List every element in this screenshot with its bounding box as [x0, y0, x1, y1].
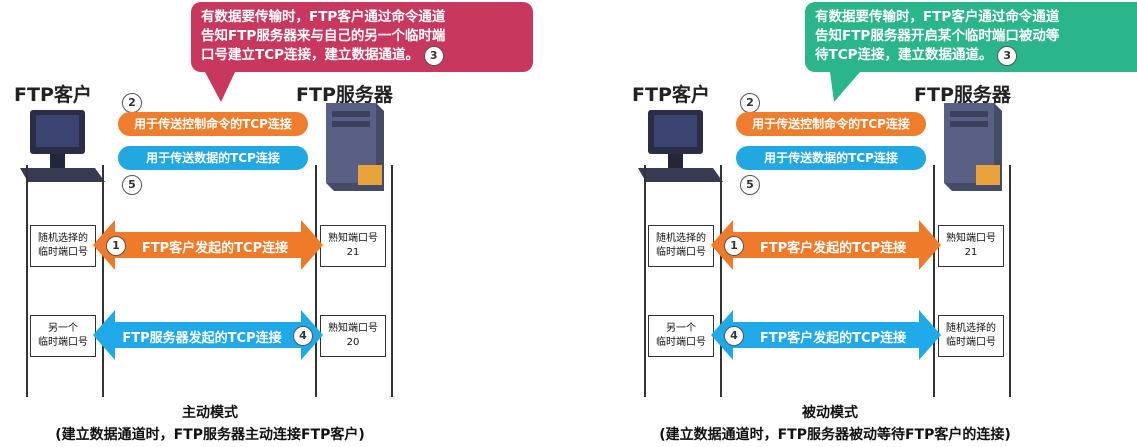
- active-data-label: 用于传送数据的TCP连接: [146, 151, 280, 165]
- active-caption-title: 主动模式: [182, 405, 238, 421]
- passive-client-port2: 另一个 临时端口号: [648, 315, 714, 357]
- active-caption-subtitle: (建立数据通道时，FTP服务器主动连接FTP客户): [55, 427, 365, 443]
- client-computer-icon: [20, 110, 105, 182]
- server-tower-icon: [326, 103, 384, 191]
- active-client-port2-line2: 临时端口号: [38, 337, 88, 348]
- active-conn1-number: 1: [106, 236, 126, 256]
- active-client-port1-line1: 随机选择的: [38, 233, 88, 244]
- passive-server-port2: 随机选择的 临时端口号: [938, 315, 1004, 357]
- passive-server-column: [933, 165, 1011, 397]
- passive-callout-line1: 有数据要传输时，FTP客户通过命令通道: [815, 9, 1060, 25]
- passive-server-port1: 熟知端口号 21: [938, 225, 1004, 267]
- passive-mode-panel: 有数据要传输时，FTP客户通过命令通道 告知FTP服务器开启某个临时端口被动等 …: [600, 0, 1137, 447]
- active-callout-line3: 口号建立TCP连接，建立数据通道。 3: [201, 46, 523, 66]
- active-server-port1: 熟知端口号 21: [320, 225, 386, 267]
- server-tower-icon: [944, 103, 1002, 191]
- active-server-port1-line2: 21: [346, 247, 360, 258]
- active-callout: 有数据要传输时，FTP客户通过命令通道 告知FTP服务器来与自己的另一个临时端 …: [191, 2, 533, 72]
- passive-control-connection: 用于传送控制命令的TCP连接: [736, 112, 926, 136]
- active-conn1-label: FTP客户发起的TCP连接: [141, 241, 289, 256]
- active-control-number: 2: [122, 93, 142, 113]
- passive-client-port2-line2: 临时端口号: [656, 337, 706, 348]
- passive-data-number: 5: [740, 175, 760, 195]
- passive-server-label: FTP服务器: [914, 84, 1011, 106]
- client-computer-icon: [638, 110, 723, 182]
- passive-server-port2-line2: 临时端口号: [946, 337, 996, 348]
- active-control-connection: 用于传送控制命令的TCP连接: [118, 112, 308, 136]
- passive-control-number: 2: [740, 93, 760, 113]
- active-client-port1: 随机选择的 临时端口号: [30, 225, 96, 267]
- active-server-initiated-arrow: [93, 310, 323, 360]
- passive-conn1-label: FTP客户发起的TCP连接: [759, 241, 907, 256]
- passive-client-label: FTP客户: [632, 84, 710, 106]
- passive-client-port2-line1: 另一个: [666, 323, 696, 334]
- passive-server-port2-line1: 随机选择的: [946, 323, 996, 334]
- active-data-number: 5: [122, 175, 142, 195]
- active-server-label: FTP服务器: [296, 84, 393, 106]
- passive-conn2-label: FTP客户发起的TCP连接: [759, 331, 907, 346]
- active-control-label: 用于传送控制命令的TCP连接: [134, 117, 292, 131]
- passive-client-port1: 随机选择的 临时端口号: [648, 225, 714, 267]
- passive-callout-line3: 待TCP连接，建立数据通道。 3: [815, 46, 1137, 66]
- active-client-column: [26, 165, 104, 397]
- passive-data-label: 用于传送数据的TCP连接: [764, 151, 898, 165]
- active-server-column: [315, 165, 393, 397]
- active-conn2-number: 4: [293, 326, 313, 346]
- passive-conn2-number: 4: [724, 326, 744, 346]
- passive-client-initiated-arrow-2: [711, 310, 941, 360]
- active-callout-number: 3: [423, 46, 444, 66]
- active-client-port1-line2: 临时端口号: [38, 247, 88, 258]
- active-client-port2-line1: 另一个: [48, 323, 78, 334]
- active-client-initiated-arrow: [93, 220, 323, 270]
- active-client-port2: 另一个 临时端口号: [30, 315, 96, 357]
- active-data-connection: 用于传送数据的TCP连接: [118, 146, 308, 170]
- passive-callout: 有数据要传输时，FTP客户通过命令通道 告知FTP服务器开启某个临时端口被动等 …: [805, 2, 1137, 72]
- active-server-port2: 熟知端口号 20: [320, 315, 386, 357]
- active-server-port2-line2: 20: [346, 337, 360, 348]
- active-server-port1-line1: 熟知端口号: [328, 233, 378, 244]
- passive-data-connection: 用于传送数据的TCP连接: [736, 146, 926, 170]
- passive-client-port1-line1: 随机选择的: [656, 233, 706, 244]
- active-mode-panel: 有数据要传输时，FTP客户通过命令通道 告知FTP服务器来与自己的另一个临时端 …: [0, 0, 568, 447]
- passive-control-label: 用于传送控制命令的TCP连接: [752, 117, 910, 131]
- passive-client-column: [644, 165, 722, 397]
- passive-caption-subtitle: (建立数据通道时，FTP服务器被动等待FTP客户的连接): [659, 427, 1011, 443]
- active-client-label: FTP客户: [14, 84, 92, 106]
- passive-client-port1-line2: 临时端口号: [656, 247, 706, 258]
- passive-callout-number: 3: [997, 46, 1018, 66]
- passive-server-port1-line2: 21: [964, 247, 978, 258]
- passive-client-initiated-arrow-1: [711, 220, 941, 270]
- passive-server-port1-line1: 熟知端口号: [946, 233, 996, 244]
- active-server-port2-line1: 熟知端口号: [328, 323, 378, 334]
- active-callout-pointer: [205, 72, 235, 102]
- passive-callout-pointer: [830, 72, 860, 102]
- passive-conn1-number: 1: [724, 236, 744, 256]
- active-callout-line1: 有数据要传输时，FTP客户通过命令通道: [201, 9, 446, 25]
- passive-callout-line2: 告知FTP服务器开启某个临时端口被动等: [815, 28, 1060, 44]
- active-conn2-label: FTP服务器发起的TCP连接: [122, 331, 282, 346]
- passive-caption-title: 被动模式: [802, 405, 858, 421]
- active-callout-line2: 告知FTP服务器来与自己的另一个临时端: [201, 28, 446, 44]
